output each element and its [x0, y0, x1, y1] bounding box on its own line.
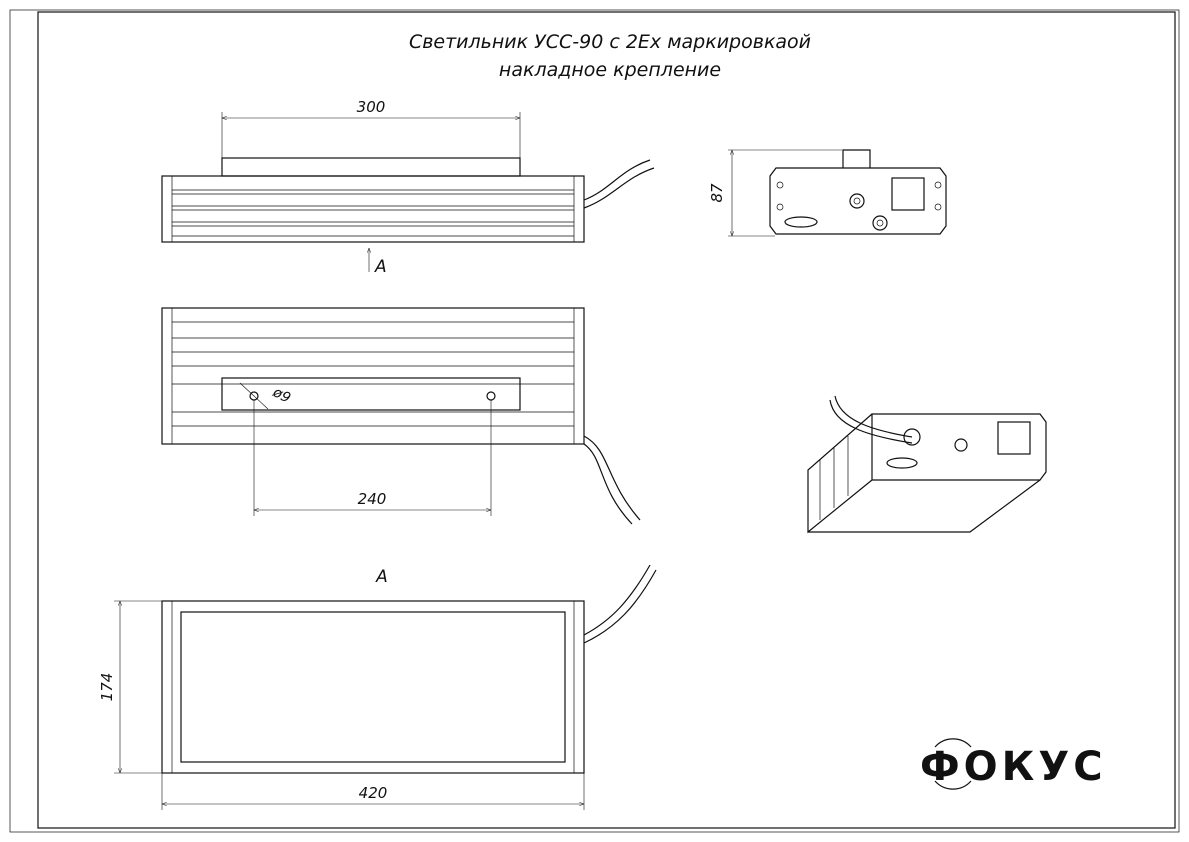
dim-420: 420 — [359, 784, 388, 802]
arrow-label-a: A — [374, 257, 387, 277]
side-view: 87 — [708, 149, 947, 237]
logo-plate — [784, 216, 818, 228]
dim-300: 300 — [357, 98, 386, 116]
title-line-1: Светильник УСС-90 с 2Ех маркировкаой — [409, 31, 811, 53]
outer-frame — [9, 9, 1180, 833]
logo-text: ФОКУС — [920, 744, 1107, 790]
dim-87: 87 — [708, 183, 726, 203]
company-logo: ФОКУС — [920, 738, 1107, 790]
title-line-2: накладное крепление — [499, 59, 721, 81]
inner-frame — [37, 11, 1176, 829]
view-a: A 174 420 — [98, 564, 657, 810]
dim-174: 174 — [98, 673, 116, 702]
front-view: 300 A — [161, 98, 655, 277]
mounting-view: ø9 240 — [161, 307, 641, 525]
view-a-title: A — [375, 567, 388, 587]
isometric-view — [807, 395, 1047, 534]
dim-240: 240 — [358, 490, 387, 508]
dim-hole-diameter: ø9 — [269, 384, 293, 407]
